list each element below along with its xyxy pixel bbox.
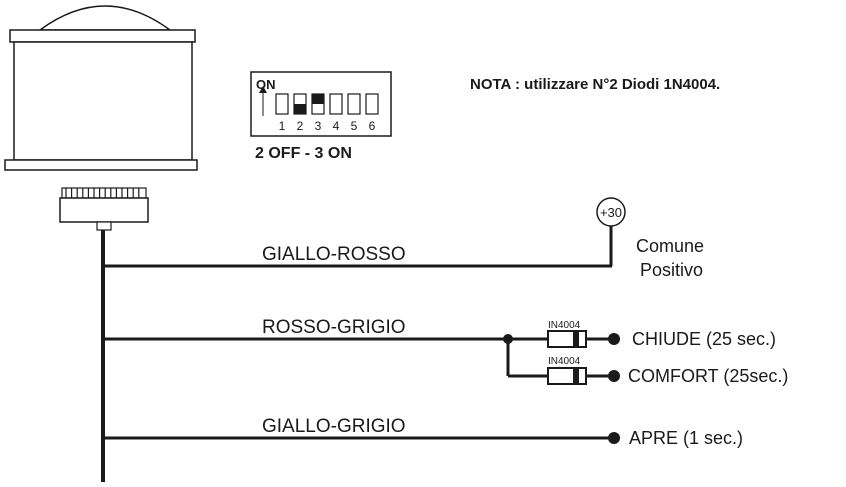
- wire-label-giallo-rosso: GIALLO-ROSSO: [262, 244, 406, 265]
- wire-rosso-grigio: [103, 337, 548, 378]
- wire-giallo-rosso: [103, 226, 613, 268]
- dip-on-label: ON: [256, 77, 276, 92]
- positive-terminal-label: +30: [600, 205, 622, 220]
- diode-label-bottom: IN4004: [548, 356, 581, 367]
- common-label-line2: Positivo: [640, 260, 703, 280]
- common-label-line1: Comune: [636, 236, 704, 256]
- output-label-apre: APRE (1 sec.): [629, 428, 743, 448]
- wire-junction-dot: [503, 334, 513, 344]
- diode-bottom: [547, 367, 620, 385]
- dip-switch-cell-4: [329, 93, 343, 115]
- actuator-motor: [4, 5, 198, 171]
- output-terminal-chiude: [608, 333, 620, 345]
- dip-switch-lever-3: [312, 94, 324, 104]
- motor-connector: [59, 187, 149, 231]
- output-label-comfort: COMFORT (25sec.): [628, 366, 788, 386]
- wire-label-rosso-grigio: ROSSO-GRIGIO: [262, 317, 406, 338]
- dip-switch-lever-2: [294, 104, 306, 114]
- dip-switch-cell-5: [347, 93, 361, 115]
- dip-number-6: 6: [369, 119, 376, 133]
- dip-number-3: 3: [315, 119, 322, 133]
- dip-number-1: 1: [279, 119, 286, 133]
- dip-number-5: 5: [351, 119, 358, 133]
- diode-label-top: IN4004: [548, 320, 581, 331]
- diode-top: [547, 330, 620, 348]
- dip-switch-cell-1: [275, 93, 289, 115]
- dip-number-2: 2: [297, 119, 304, 133]
- dip-setting-label: 2 OFF - 3 ON: [255, 145, 352, 162]
- wire-label-giallo-grigio: GIALLO-GRIGIO: [262, 416, 406, 437]
- positive-terminal: [596, 197, 626, 227]
- dip-switch: [250, 71, 392, 137]
- note-text: NOTA : utilizzare N°2 Diodi 1N4004.: [470, 76, 720, 93]
- dip-number-4: 4: [333, 119, 340, 133]
- output-terminal-comfort: [608, 370, 620, 382]
- dip-switch-cell-6: [365, 93, 379, 115]
- output-terminal-apre: [608, 432, 620, 444]
- output-label-chiude: CHIUDE (25 sec.): [632, 329, 776, 349]
